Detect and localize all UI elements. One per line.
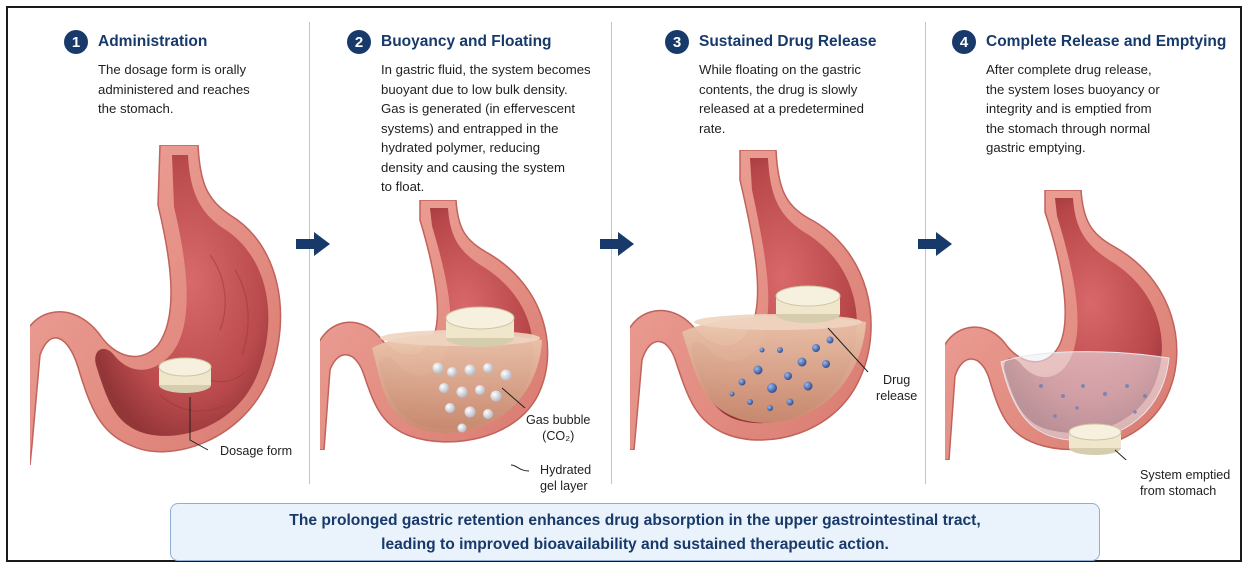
step-number-badge: 3	[665, 30, 689, 54]
stomach-illustration	[945, 190, 1205, 460]
step-description: In gastric fluid, the system becomes buo…	[381, 60, 591, 197]
tablet-icon	[159, 358, 211, 393]
step-title: Complete Release and Emptying	[986, 33, 1226, 51]
hydrated-gel-layer-label: Hydrated gel layer	[540, 462, 591, 494]
step-3-panel: 3 Sustained Drug Release While floating …	[665, 30, 876, 138]
gel-layer-leader	[511, 463, 529, 473]
step-description: After complete drug release, the system …	[986, 60, 1226, 158]
tablet-icon	[776, 286, 840, 323]
tablet-icon	[1069, 424, 1121, 455]
drug-release-label: Drug release	[876, 372, 917, 404]
step-number-badge: 2	[347, 30, 371, 54]
gas-bubble-label: Gas bubble (CO₂)	[526, 412, 590, 444]
step-2-panel: 2 Buoyancy and Floating In gastric fluid…	[347, 30, 591, 197]
step-title: Sustained Drug Release	[699, 33, 876, 51]
step-1-panel: 1 Administration The dosage form is oral…	[64, 30, 250, 119]
tablet-icon	[446, 307, 514, 347]
step-number-badge: 4	[952, 30, 976, 54]
summary-line-2: leading to improved bioavailability and …	[171, 533, 1099, 557]
stomach-illustration	[630, 150, 890, 450]
summary-line-1: The prolonged gastric retention enhances…	[171, 509, 1099, 533]
step-description: The dosage form is orally administered a…	[98, 60, 250, 119]
step-number-badge: 1	[64, 30, 88, 54]
step-title: Administration	[98, 33, 207, 51]
step-title: Buoyancy and Floating	[381, 33, 552, 51]
summary-box: The prolonged gastric retention enhances…	[170, 503, 1100, 561]
step-description: While floating on the gastric contents, …	[699, 60, 876, 138]
right-arrow-icon	[600, 232, 634, 256]
step-4-panel: 4 Complete Release and Emptying After co…	[952, 30, 1226, 158]
dosage-form-label: Dosage form	[220, 443, 292, 459]
system-emptied-label: System emptied from stomach	[1140, 467, 1230, 499]
stomach-illustration	[30, 145, 290, 465]
